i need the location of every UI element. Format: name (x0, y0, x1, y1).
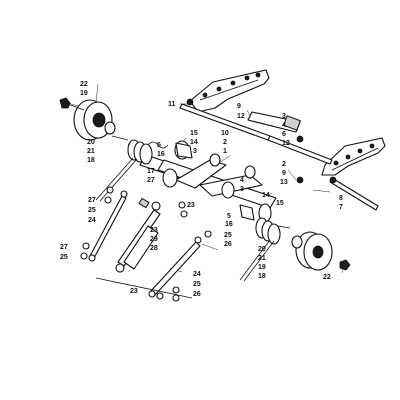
callout-label: 5 (157, 142, 161, 149)
callout-label: 13 (280, 179, 288, 186)
callout-label: 20 (87, 139, 95, 146)
callout-label: 27 (60, 244, 68, 251)
slide-rail-upper (189, 69, 270, 113)
callout-label: 6 (282, 131, 286, 138)
callout-label: 21 (258, 255, 266, 262)
callout-labels: 22 19 20 21 18 11 9 12 3 4 6 12 15 14 3 … (60, 81, 343, 298)
torsion-spring-right (239, 217, 291, 282)
callout-label: 19 (80, 90, 88, 97)
bolt-right-lower (339, 259, 351, 271)
callout-label: 16 (157, 151, 165, 158)
callout-label: 8 (339, 195, 343, 202)
slide-rail-lower (321, 137, 386, 176)
callout-label: 11 (168, 101, 176, 108)
callout-label: 2 (282, 161, 286, 168)
callout-label: 5 (227, 213, 231, 220)
callout-label: 25 (60, 254, 68, 261)
callout-label: 15 (190, 130, 198, 137)
callout-label: 3 (282, 113, 286, 120)
callout-label: 9 (237, 103, 241, 110)
callout-label: 21 (87, 148, 95, 155)
callout-label: 23 (187, 202, 195, 209)
callout-label: 23 (150, 227, 158, 234)
callout-label: 3 (193, 148, 197, 155)
left-link-arm (88, 190, 128, 262)
bolt-left-upper (59, 97, 85, 111)
callout-label: 1 (223, 148, 227, 155)
callout-label: 12 (282, 140, 290, 147)
callout-label: 7 (339, 204, 343, 211)
callout-label: 9 (282, 170, 286, 177)
callout-label: 17 (147, 168, 155, 175)
callout-label: 27 (147, 177, 155, 184)
callout-label: 10 (221, 130, 229, 137)
hardware-small (80, 98, 304, 302)
callout-label: 4 (240, 177, 244, 184)
callout-label: 3 (240, 186, 244, 193)
callout-label: 20 (258, 246, 266, 253)
callout-label: 24 (88, 217, 96, 224)
callout-label: 15 (276, 200, 284, 207)
callout-label: 4 (282, 122, 286, 129)
callout-label: 18 (87, 157, 95, 164)
callout-label: 29 (150, 236, 158, 243)
upper-shafts (179, 103, 333, 165)
front-arm-assembly (139, 140, 277, 223)
callout-label: 28 (150, 245, 158, 252)
callout-label: 19 (258, 264, 266, 271)
callout-label: 25 (224, 232, 232, 239)
idler-wheel-right (291, 231, 333, 271)
callout-label: 16 (225, 221, 233, 228)
callout-label: 22 (80, 81, 88, 88)
rear-link-arm (95, 241, 201, 299)
callout-label: 23 (130, 288, 138, 295)
callout-label: 12 (237, 113, 245, 120)
callout-label: 27 (88, 197, 96, 204)
callout-label: 26 (224, 241, 232, 248)
callout-label: 25 (193, 281, 201, 288)
shock-absorber (115, 197, 161, 273)
callout-label: 18 (258, 273, 266, 280)
callout-label: 14 (190, 139, 198, 146)
callout-label: 22 (323, 274, 331, 281)
callout-label: 26 (193, 291, 201, 298)
callout-label: 25 (88, 207, 96, 214)
torsion-spring-left (95, 135, 169, 202)
callout-label: 14 (262, 192, 270, 199)
callout-label: 24 (193, 271, 201, 278)
callout-label: 2 (223, 139, 227, 146)
idler-wheel-left (73, 99, 116, 141)
rear-long-bolt (329, 176, 379, 211)
